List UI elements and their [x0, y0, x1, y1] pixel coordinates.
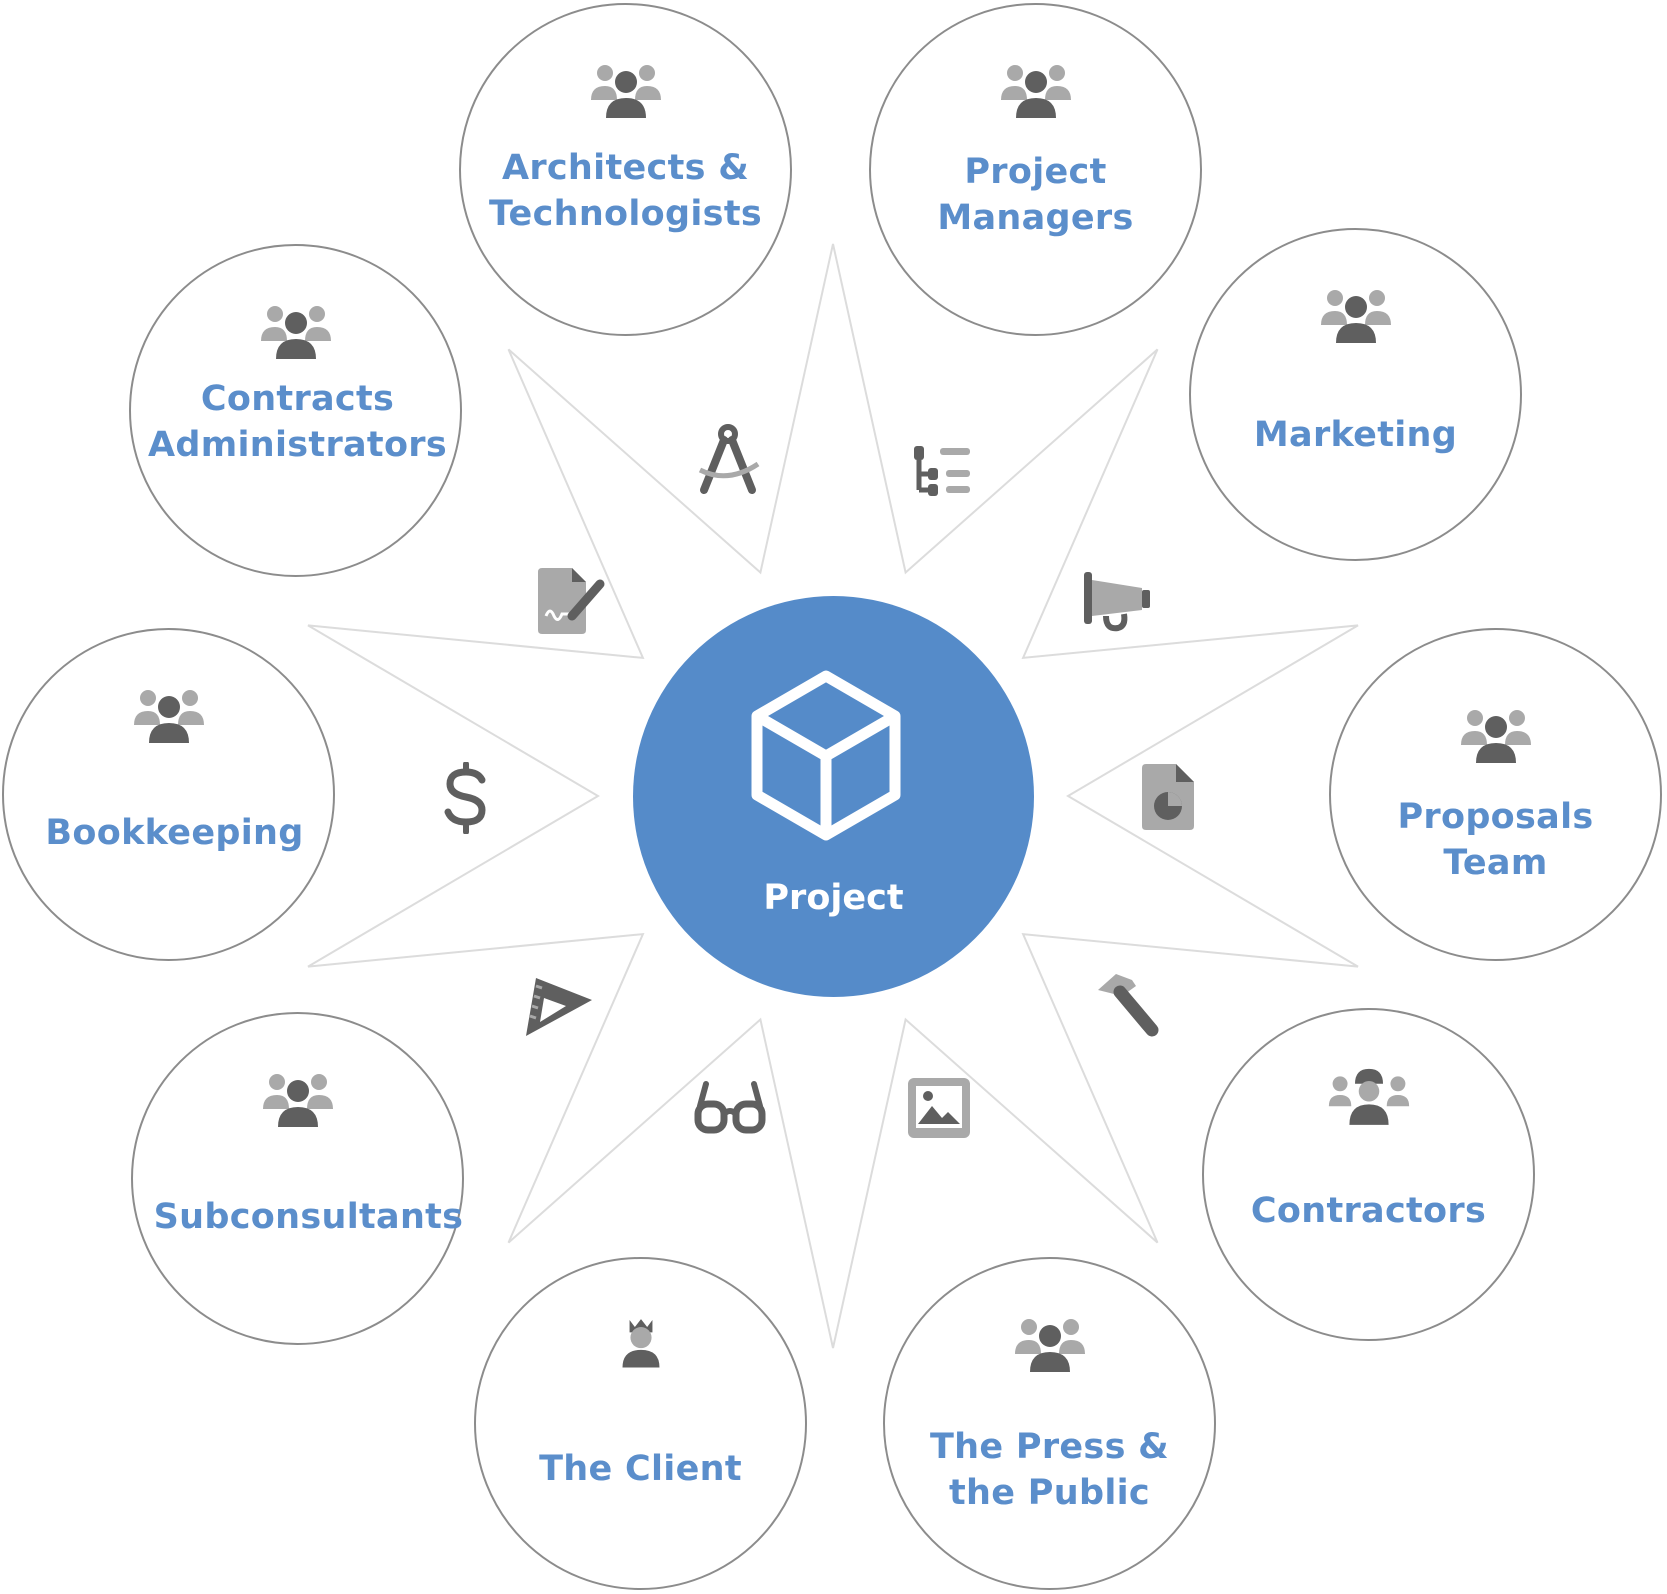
drafting-compass-icon — [698, 424, 760, 494]
node-press-public: The Press & the Public — [883, 1257, 1216, 1590]
set-square-icon — [526, 978, 592, 1036]
chart-file-icon — [1142, 764, 1194, 830]
node-subconsultants: Subconsultants — [131, 1012, 464, 1345]
megaphone-icon — [1084, 572, 1150, 632]
node-label: Subconsultants — [153, 1197, 464, 1237]
people-group-icon — [1014, 1319, 1085, 1372]
people-group-icon — [262, 1074, 333, 1127]
people-group-icon — [1460, 710, 1531, 763]
project-hub: Project — [633, 596, 1034, 997]
node-label: The Press & the Public — [929, 1427, 1170, 1513]
node-the-client: The Client — [474, 1257, 807, 1590]
people-group-icon — [133, 690, 204, 743]
signed-document-icon — [538, 568, 605, 634]
node-label: Contracts Administrators — [147, 379, 448, 465]
node-label: Architects & Technologists — [489, 148, 762, 234]
node-contracts-administrators: Contracts Administrators — [129, 244, 462, 577]
node-bookkeeping: Bookkeeping — [2, 628, 335, 961]
star-connector-outline — [307, 243, 1359, 1349]
people-group-icon — [1320, 290, 1391, 343]
crowned-person-icon — [622, 1319, 659, 1368]
people-group-icon — [590, 65, 661, 118]
people-group-icon — [1000, 65, 1071, 118]
tree-list-icon — [914, 446, 970, 496]
node-label: Bookkeeping — [45, 813, 304, 853]
node-label: Proposals Team — [1397, 797, 1594, 883]
node-contractors: Contractors — [1202, 1008, 1535, 1341]
node-proposals-team: Proposals Team — [1329, 628, 1662, 961]
hammer-icon — [1098, 974, 1159, 1037]
hub-label: Project — [763, 878, 904, 918]
node-label: Marketing — [1253, 415, 1458, 455]
image-icon — [908, 1078, 970, 1138]
node-label: Contractors — [1250, 1191, 1487, 1231]
node-marketing: Marketing — [1189, 228, 1522, 561]
node-project-managers: Project Managers — [869, 3, 1202, 336]
node-architects-technologists: Architects & Technologists — [459, 3, 792, 336]
people-group-icon — [260, 306, 331, 359]
dollar-icon — [444, 762, 486, 834]
node-label: The Client — [539, 1449, 742, 1489]
glasses-icon — [694, 1081, 766, 1134]
node-label: Project Managers — [937, 152, 1134, 238]
cube-icon — [751, 670, 901, 841]
hardhat-workers-icon — [1328, 1068, 1409, 1125]
